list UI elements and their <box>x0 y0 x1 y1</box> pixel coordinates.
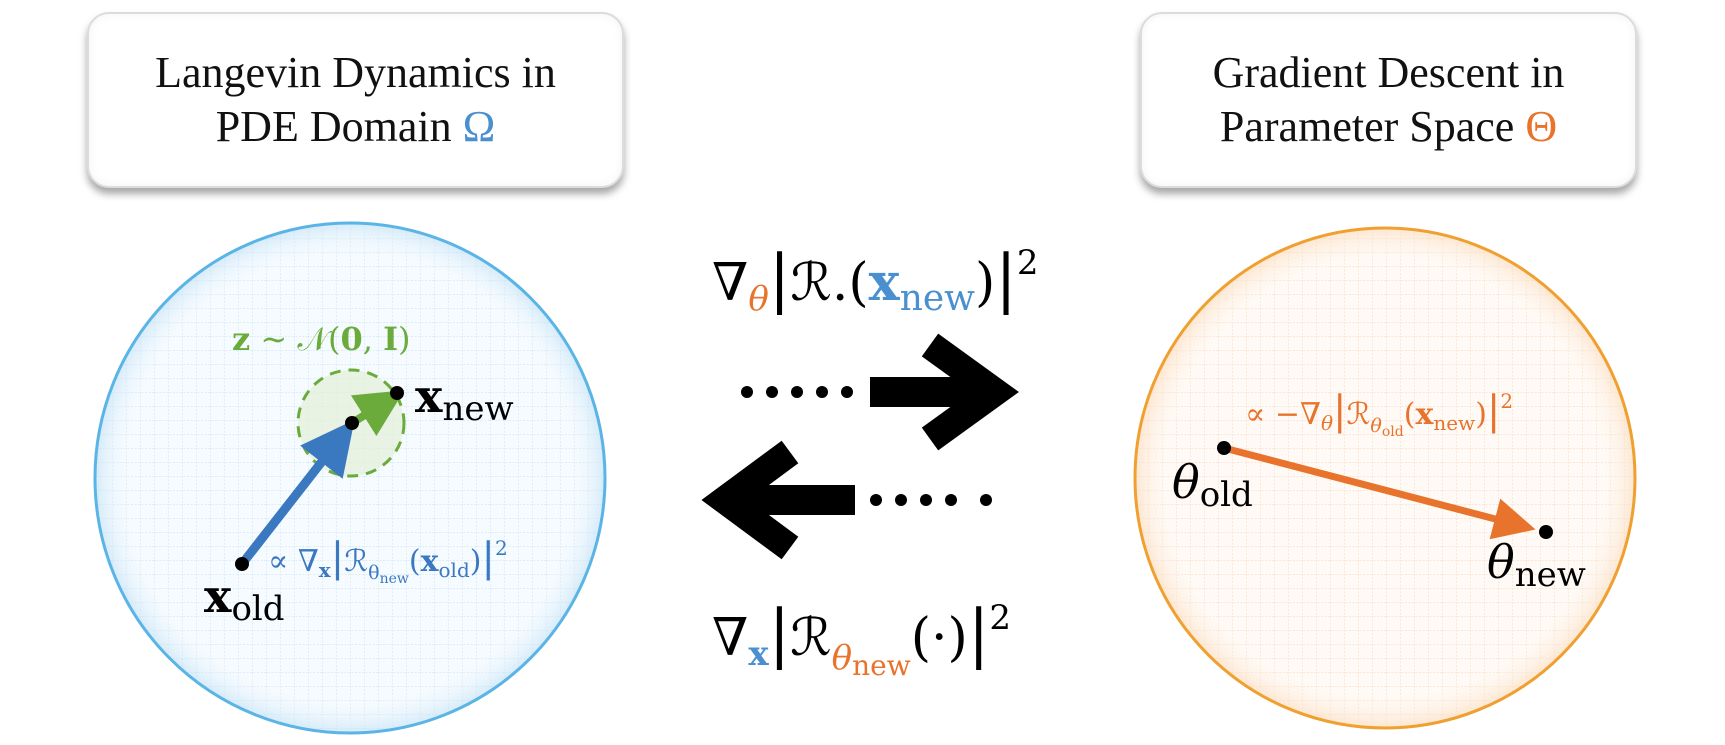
parameter-space-circle <box>1133 226 1637 730</box>
left-title-line2: PDE Domain Ω <box>216 100 496 154</box>
x-new-label: xnew <box>415 369 514 429</box>
langevin-update-label: ∝ ∇x|ℛθnew(xold)|2 <box>268 535 508 587</box>
theta-symbol: Θ <box>1525 102 1558 151</box>
gradient-update-label: ∝ −∇θ|ℛθold(xnew)|2 <box>1245 388 1513 440</box>
top-formula: ∇θ|ℛ.(xnew)|2 <box>712 242 1039 319</box>
noise-label: z ∼ 𝒩(0, I) <box>232 320 411 358</box>
x-new-point <box>390 386 404 400</box>
left-title-box: Langevin Dynamics in PDE Domain Ω <box>87 12 624 188</box>
right-title-box: Gradient Descent in Parameter Space Θ <box>1140 12 1637 188</box>
right-title-line1: Gradient Descent in <box>1212 48 1565 98</box>
x-old-label: xold <box>204 569 285 629</box>
right-title-line2: Parameter Space Θ <box>1220 100 1557 154</box>
theta-old-point <box>1217 441 1231 455</box>
intermediate-point <box>345 416 359 430</box>
gradient-descent-arrow <box>1223 444 1536 540</box>
theta-new-label: θnew <box>1487 535 1586 595</box>
x-old-point <box>235 557 249 571</box>
langevin-gradient-arrow <box>238 419 355 567</box>
backward-arrow <box>701 440 992 560</box>
theta-old-label: θold <box>1172 455 1253 515</box>
right-title-text: Parameter Space <box>1219 102 1515 151</box>
left-title-text: PDE Domain <box>215 102 452 151</box>
pde-domain-circle <box>93 221 607 735</box>
theta-new-point <box>1539 525 1553 539</box>
bottom-formula: ∇x|ℛθnew(·)|2 <box>712 597 1011 682</box>
forward-arrow <box>741 333 1019 451</box>
left-title-line1: Langevin Dynamics in <box>155 48 556 98</box>
omega-symbol: Ω <box>462 102 496 151</box>
